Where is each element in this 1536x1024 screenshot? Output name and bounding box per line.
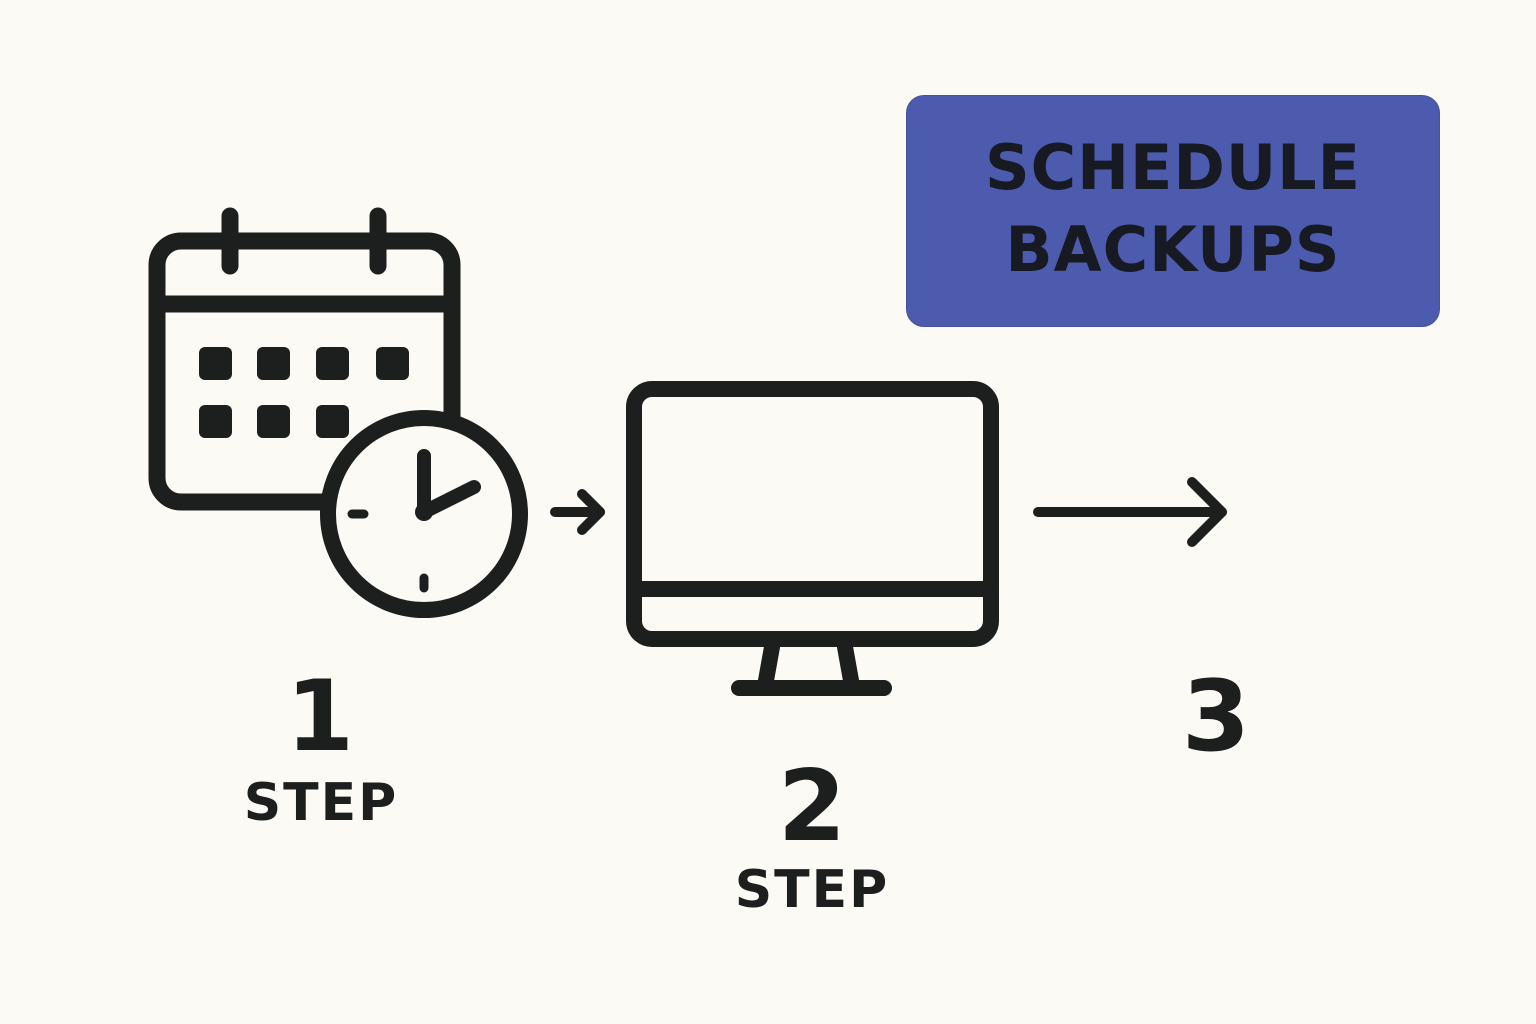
title-box: SCHEDULE BACKUPS bbox=[906, 95, 1440, 327]
step-1-number: 1 bbox=[285, 660, 355, 774]
diagram-title: SCHEDULE BACKUPS bbox=[984, 131, 1362, 286]
clock-icon bbox=[320, 410, 528, 618]
step-3-number: 3 bbox=[1181, 660, 1251, 774]
step-1-label: STEP bbox=[243, 773, 399, 833]
step-2-number: 2 bbox=[777, 750, 847, 864]
calendar-days bbox=[199, 347, 409, 438]
step-2-label: STEP bbox=[734, 860, 890, 920]
calendar-icon bbox=[148, 207, 461, 511]
